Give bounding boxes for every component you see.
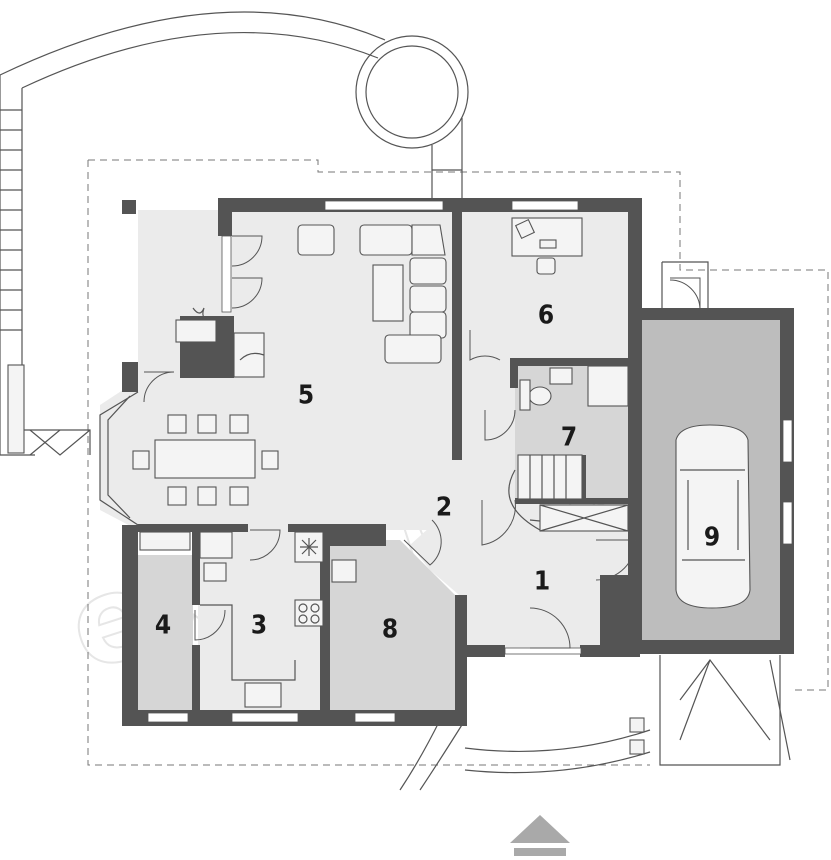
stairs xyxy=(508,454,629,532)
room-number-6: 6 xyxy=(538,301,554,331)
bay-floor xyxy=(100,380,138,530)
doors xyxy=(143,235,709,649)
kitchen-fixtures xyxy=(199,531,357,708)
roof-outline xyxy=(87,159,829,766)
hall-floor xyxy=(410,360,630,650)
room-number-7: 7 xyxy=(561,423,577,453)
room8-floor xyxy=(330,540,455,710)
entrance-steps xyxy=(399,655,791,791)
living-furniture xyxy=(132,224,447,551)
room-number-9: 9 xyxy=(704,523,720,553)
post-marker xyxy=(122,200,136,214)
pantry-floor xyxy=(138,555,193,710)
study-furniture xyxy=(511,217,583,275)
room-number-2: 2 xyxy=(436,493,452,523)
car xyxy=(675,424,751,609)
garden-path xyxy=(0,11,386,456)
bath-fixtures xyxy=(519,365,629,411)
room-number-8: 8 xyxy=(382,615,398,645)
room-number-1: 1 xyxy=(534,567,550,597)
room-number-4: 4 xyxy=(155,611,171,641)
windows xyxy=(99,200,793,723)
entrance-arrow xyxy=(510,815,570,856)
room-number-3: 3 xyxy=(251,611,267,641)
round-planter xyxy=(355,35,469,198)
room-number-5: 5 xyxy=(298,381,314,411)
